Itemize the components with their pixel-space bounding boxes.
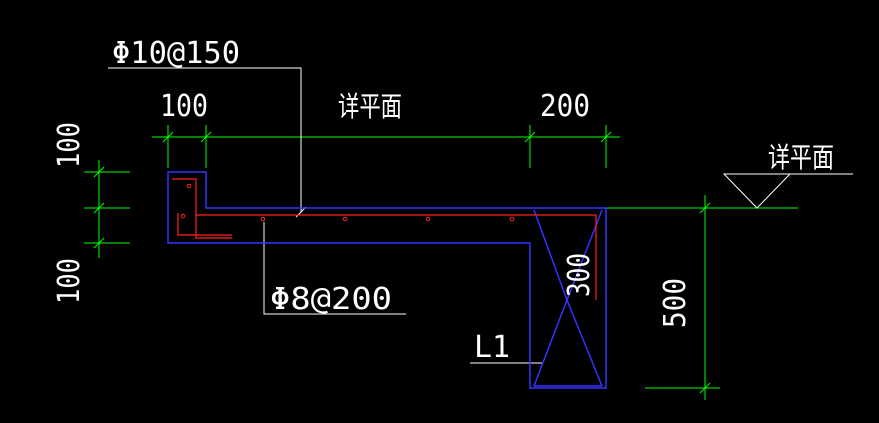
dimension-tick — [93, 166, 105, 178]
dimension-tick — [200, 131, 212, 143]
concrete-outline — [167, 171, 607, 389]
dim-vertical-top: 100 — [52, 122, 87, 168]
rebar-dots — [180, 183, 515, 222]
rebar-dot — [342, 216, 348, 222]
dim-vertical-bottom: 100 — [52, 258, 87, 304]
dim-right-width: 200 — [540, 89, 590, 124]
beam-hatch — [533, 209, 568, 301]
dimension-tick — [93, 237, 105, 249]
dim-beam-depth: 300 — [562, 253, 597, 297]
rebar-dot — [180, 213, 186, 219]
rebar-dot — [186, 183, 192, 189]
dim-left-width: 100 — [160, 89, 208, 124]
bottom-rebar-label: Φ8@200 — [270, 282, 392, 317]
dimension-tick — [162, 131, 174, 143]
beam-label: L1 — [474, 330, 510, 365]
top-rebar-label: Φ10@150 — [112, 36, 240, 71]
dimension-tick — [699, 202, 711, 214]
elevation-triangle — [722, 173, 792, 209]
dim-total-height: 500 — [658, 278, 693, 328]
bottom-rebar-leader — [263, 222, 406, 315]
rebar-dot — [425, 216, 431, 222]
dimension-tick — [524, 131, 536, 143]
dimension-tick — [93, 202, 105, 214]
beam-hatch — [533, 299, 568, 387]
dim-span-label: 详平面 — [338, 90, 402, 123]
top-rebar-leader — [108, 67, 302, 212]
dimension-tick — [600, 131, 612, 143]
elevation-label: 详平面 — [768, 141, 834, 174]
beam-hatch — [566, 299, 603, 387]
hook-rebar — [177, 213, 232, 236]
dimension-lines — [84, 125, 798, 400]
hook-rebar-lower — [195, 215, 232, 239]
rebar — [172, 178, 597, 300]
rebar-dot — [260, 216, 266, 222]
dimension-tick — [699, 382, 711, 394]
slab-outline — [167, 171, 607, 389]
rebar-dot — [509, 216, 515, 222]
